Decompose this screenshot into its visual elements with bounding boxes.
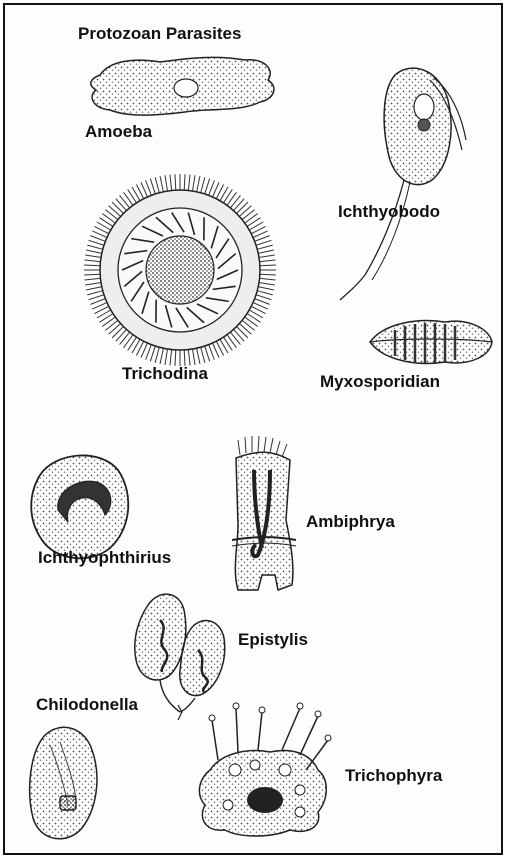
ambiphrya-figure [232, 436, 296, 590]
chilodonella-figure [30, 727, 97, 838]
label-ichthyobodo: Ichthyobodo [338, 202, 440, 222]
label-chilodonella: Chilodonella [36, 695, 138, 715]
label-myxosporidian: Myxosporidian [320, 372, 440, 392]
label-trichodina: Trichodina [122, 364, 208, 384]
trichophyra-figure [199, 703, 331, 836]
label-amoeba: Amoeba [85, 122, 152, 142]
amoeba-figure [91, 57, 274, 115]
label-epistylis: Epistylis [238, 630, 308, 650]
ichthyophthirius-figure [31, 455, 128, 558]
ichthyobodo-figure [340, 68, 466, 300]
myxosporidian-figure [370, 321, 492, 364]
diagram-title: Protozoan Parasites [78, 24, 241, 44]
label-trichophyra: Trichophyra [345, 766, 442, 786]
trichodina-figure [84, 174, 276, 366]
label-ambiphrya: Ambiphrya [306, 512, 395, 532]
label-ichthyophthirius: Ichthyophthirius [38, 548, 171, 568]
epistylis-figure [135, 594, 225, 720]
